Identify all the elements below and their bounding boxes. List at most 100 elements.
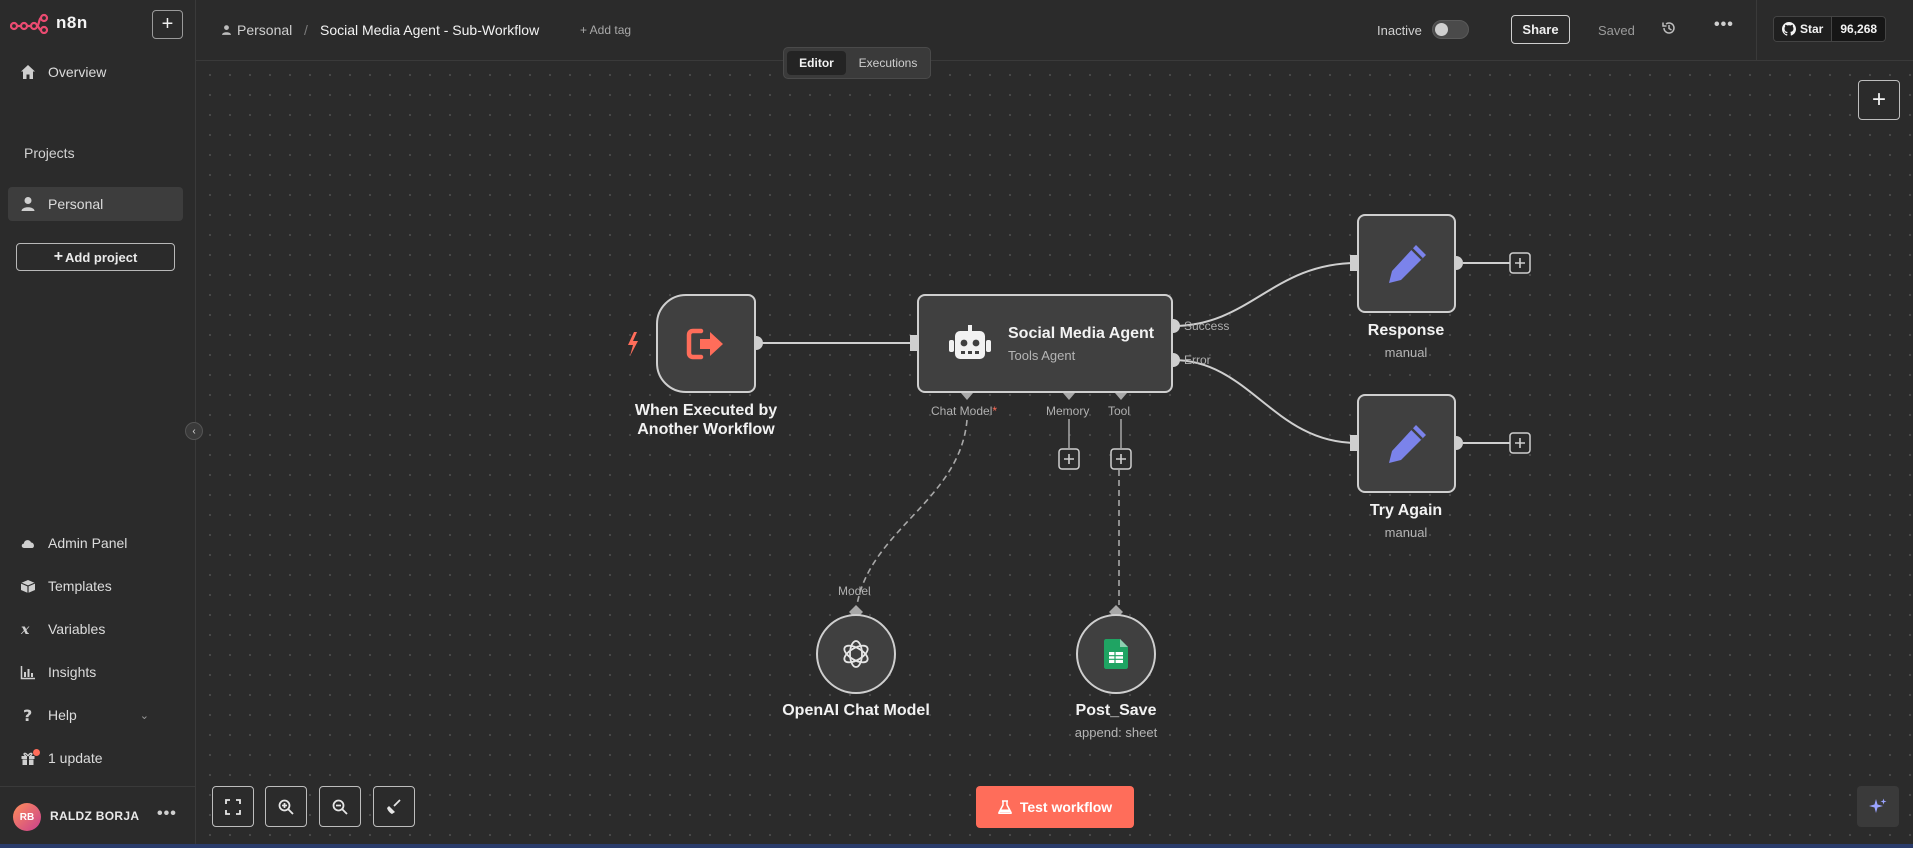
chart-bar-icon (20, 666, 35, 680)
sidebar-item-admin-panel[interactable]: Admin Panel (8, 526, 183, 560)
user-icon (21, 197, 35, 211)
history-icon[interactable] (1661, 20, 1677, 41)
pencil-icon (1388, 244, 1426, 283)
add-node-button[interactable]: + (1858, 80, 1900, 120)
collapse-sidebar-button[interactable]: ‹ (185, 422, 203, 440)
connection-chat-model (856, 419, 968, 606)
node-response-subtitle: manual (1384, 345, 1428, 360)
test-workflow-button[interactable]: Test workflow (976, 786, 1134, 828)
sidebar-item-help[interactable]: ? Help ⌄ (8, 698, 183, 732)
workflow-canvas[interactable] (196, 61, 1913, 848)
node-try-again-title: Try Again (1369, 502, 1443, 519)
flask-icon (997, 800, 1012, 814)
breadcrumb-project-label: Personal (237, 22, 293, 38)
variable-icon: x (20, 622, 30, 637)
node-try-again-subtitle: manual (1384, 525, 1428, 540)
node-agent-subtitle: Tools Agent (1008, 347, 1076, 363)
tab-executions[interactable]: Executions (858, 56, 918, 70)
user-icon (222, 25, 231, 35)
plus-icon: + (53, 248, 64, 265)
node-response[interactable] (1357, 214, 1456, 313)
github-section: Star 96,268 (1756, 0, 1913, 61)
view-tabs: Editor Executions (783, 47, 931, 79)
input-chat-model-text: Chat Model (931, 404, 993, 418)
svg-text:?: ? (23, 707, 32, 723)
sidebar-item-update[interactable]: 1 update (8, 741, 183, 775)
required-marker: * (992, 404, 998, 418)
user-menu-icon[interactable]: ••• (157, 805, 177, 822)
node-execute-trigger[interactable] (656, 294, 756, 393)
node-openai-chat-model[interactable] (816, 614, 896, 694)
node-response-title: Response (1367, 322, 1445, 339)
bottom-strip (0, 844, 1913, 848)
share-button[interactable]: Share (1511, 15, 1570, 44)
question-icon: ? (23, 707, 32, 723)
fit-view-icon (225, 798, 241, 815)
node-try-again[interactable] (1357, 394, 1456, 493)
ai-assistant-button[interactable] (1857, 786, 1899, 827)
google-sheets-icon (1104, 639, 1128, 669)
svg-text:x: x (20, 622, 30, 637)
input-memory-label: Memory (1046, 404, 1090, 418)
node-trigger-title: When Executed by Another Workflow (616, 401, 796, 439)
github-icon (1782, 22, 1796, 36)
node-post-save[interactable] (1076, 614, 1156, 694)
output-error-label: Error (1184, 353, 1211, 367)
home-icon (21, 65, 35, 79)
trigger-bolt-icon (628, 332, 638, 356)
robot-icon (949, 324, 991, 359)
openai-icon (843, 640, 869, 668)
sidebar-item-label: Variables (48, 621, 106, 637)
breadcrumb-project[interactable]: Personal (221, 22, 292, 38)
workflow-title[interactable]: Social Media Agent - Sub-Workflow (320, 22, 540, 38)
zoom-to-fit-button[interactable] (212, 786, 254, 827)
zoom-out-icon (332, 799, 348, 815)
sidebar-item-label: Overview (48, 64, 107, 80)
node-trigger-title-line1: When Executed by (634, 402, 778, 419)
saved-status: Saved (1598, 23, 1635, 38)
node-post-save-title: Post_Save (1075, 702, 1157, 719)
pencil-icon (1388, 424, 1426, 463)
box-open-icon (20, 580, 36, 593)
input-chat-model-label: Chat Model* (931, 404, 997, 418)
tab-editor[interactable]: Editor (787, 51, 846, 75)
zoom-in-button[interactable] (265, 786, 307, 827)
connection-error-try-again (1172, 359, 1358, 444)
node-trigger-title-line2: Another Workflow (637, 421, 775, 438)
node-social-media-agent[interactable]: Social Media Agent Tools Agent (917, 294, 1173, 393)
sidebar-item-templates[interactable]: Templates (8, 569, 183, 603)
sidebar-item-label: 1 update (48, 750, 103, 766)
tidy-up-button[interactable] (373, 786, 415, 827)
active-toggle[interactable] (1432, 20, 1469, 39)
create-button[interactable]: + (152, 10, 183, 39)
sidebar-item-insights[interactable]: Insights (8, 655, 183, 689)
openai-port-label: Model (838, 584, 871, 598)
sidebar-item-variables[interactable]: x Variables (8, 612, 183, 646)
zoom-in-icon (278, 799, 294, 815)
sidebar-item-personal[interactable]: Personal (8, 187, 183, 221)
add-project-button[interactable]: + Add project (16, 243, 175, 271)
test-workflow-label: Test workflow (1019, 799, 1113, 815)
input-tool-label: Tool (1108, 404, 1131, 418)
update-badge (33, 749, 40, 756)
node-post-save-subtitle: append: sheet (1074, 725, 1158, 740)
n8n-logo-icon (10, 13, 49, 34)
avatar[interactable]: RB (13, 803, 41, 831)
sidebar-item-overview[interactable]: Overview (8, 55, 183, 89)
more-options-icon[interactable]: ••• (1714, 16, 1734, 33)
sidebar-item-label: Insights (48, 664, 97, 680)
node-openai-title: OpenAI Chat Model (782, 702, 930, 719)
sign-out-icon (686, 328, 723, 359)
sidebar-item-label: Help (48, 707, 77, 723)
cloud-icon (21, 540, 34, 548)
header: Personal / Social Media Agent - Sub-Work… (196, 0, 1913, 61)
user-bar: RB RALDZ BORJA ••• (0, 786, 196, 848)
add-tag-link[interactable]: + Add tag (580, 23, 632, 37)
github-star-button[interactable]: Star 96,268 (1773, 16, 1887, 42)
github-star: Star (1774, 17, 1832, 41)
zoom-out-button[interactable] (319, 786, 361, 827)
sidebar-item-label: Admin Panel (48, 535, 128, 551)
n8n-logo[interactable]: n8n (10, 12, 88, 34)
output-success-label: Success (1184, 319, 1230, 333)
